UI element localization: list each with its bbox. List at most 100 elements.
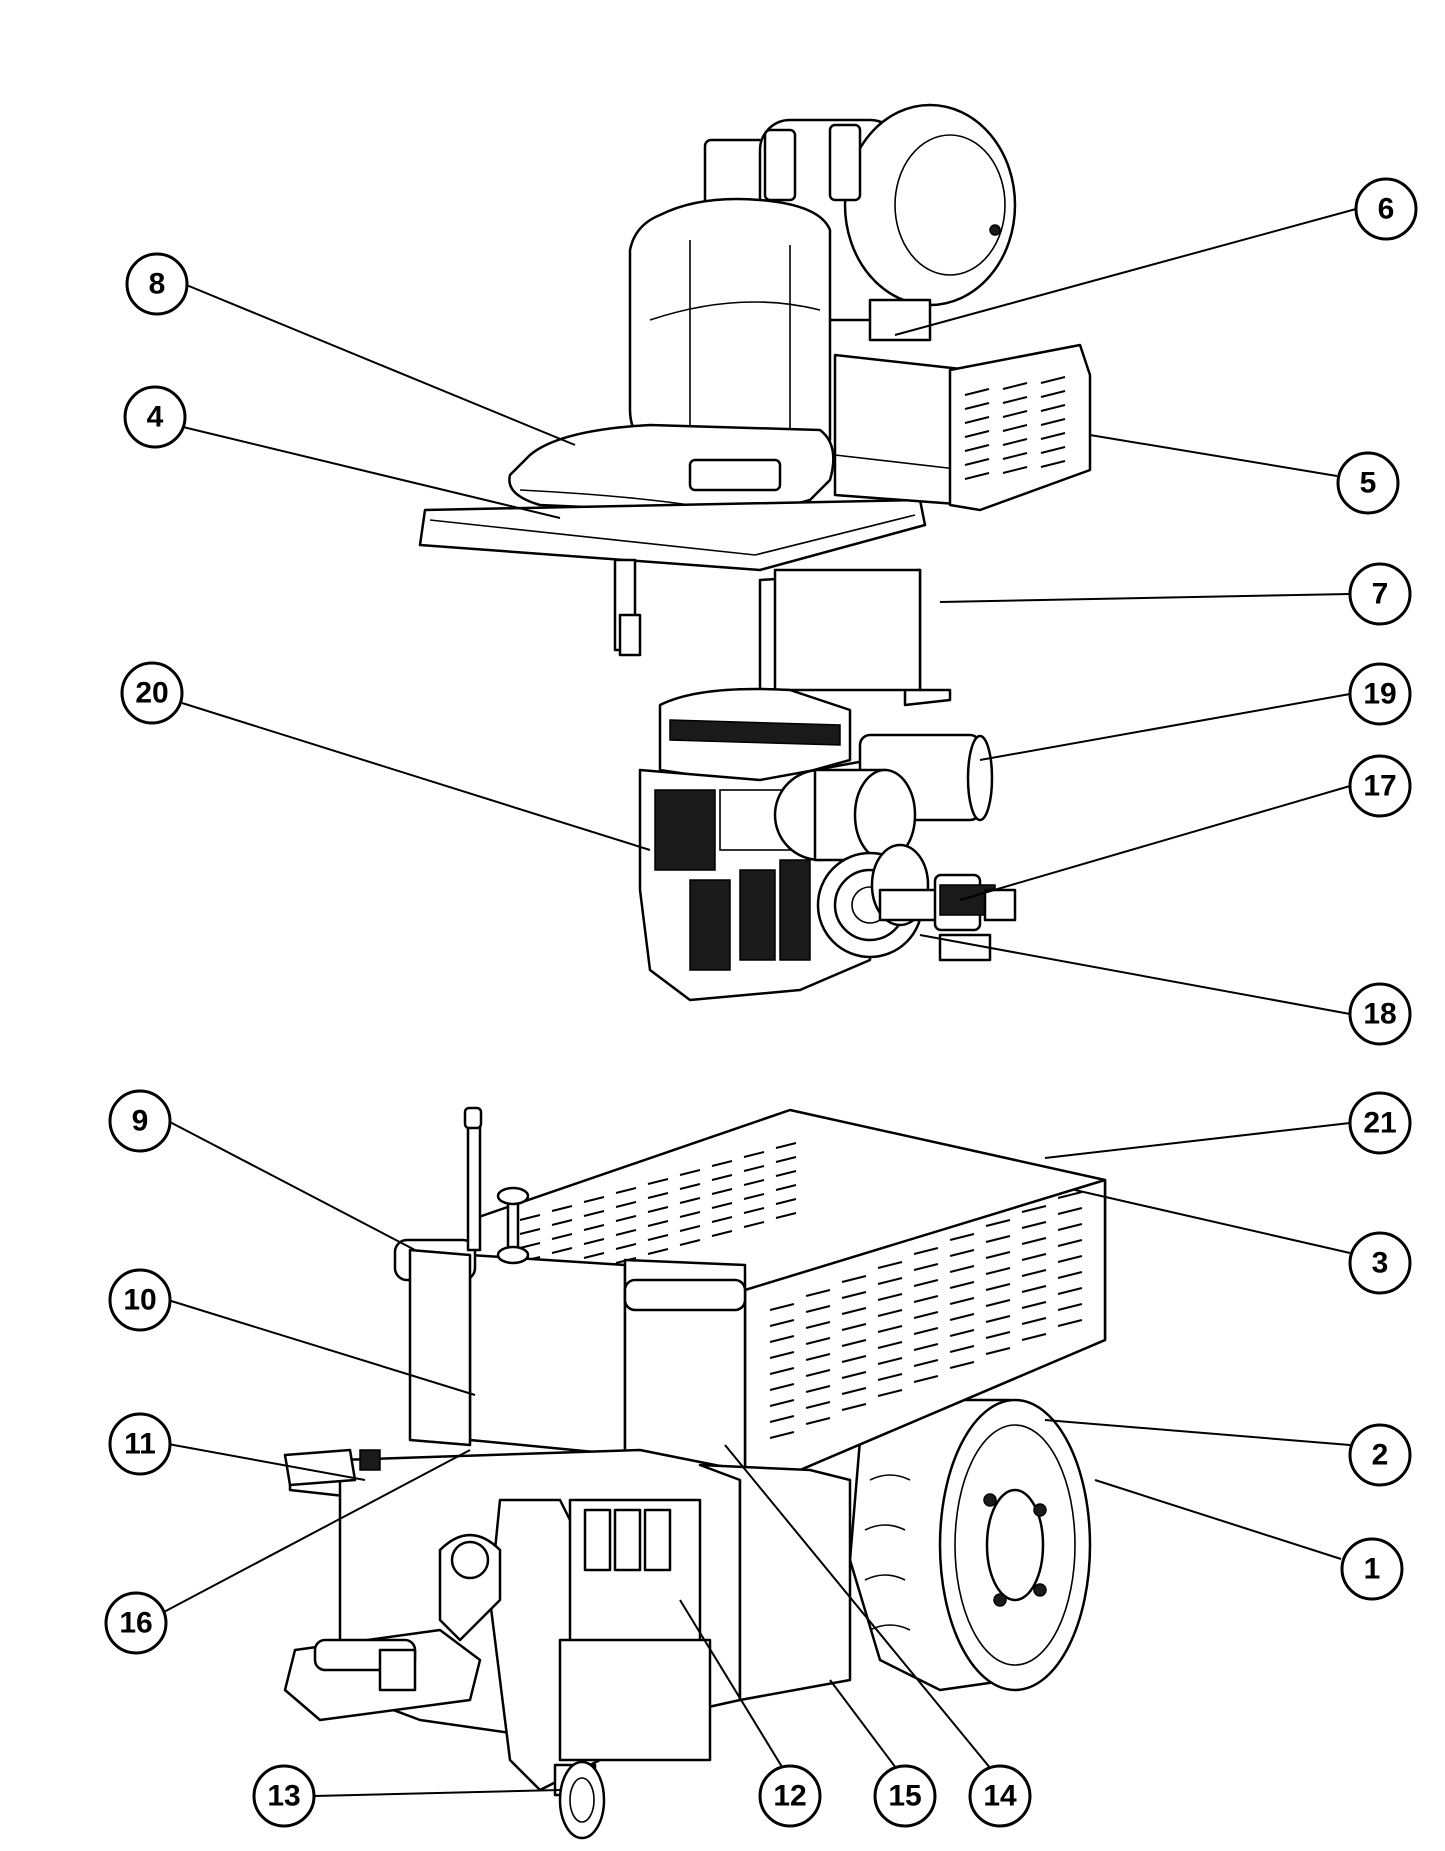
callout-label-5: 5 (1360, 467, 1377, 500)
callout-3: 3 (1348, 1231, 1412, 1295)
vent-slot (769, 1367, 795, 1375)
vent-slot (711, 1188, 733, 1195)
vent-slot (841, 1307, 867, 1315)
callout-13: 13 (252, 1764, 316, 1828)
vent-slot (841, 1403, 867, 1411)
vent-slot (711, 1160, 733, 1167)
callout-7: 7 (1348, 562, 1412, 626)
vent-slot (1040, 390, 1066, 398)
callout-16: 16 (104, 1591, 168, 1655)
callout-9: 9 (108, 1089, 172, 1153)
vent-slot (1040, 418, 1066, 426)
vent-slot (1002, 410, 1028, 418)
vent-slot (805, 1289, 831, 1297)
vent-slot (877, 1309, 903, 1317)
vent-slot (1057, 1255, 1083, 1263)
vent-slot (841, 1355, 867, 1363)
vent-slot (711, 1230, 733, 1237)
leader-15 (829, 1679, 906, 1781)
callout-label-18: 18 (1363, 998, 1396, 1031)
vent-slot (615, 1243, 637, 1250)
engine-cage (468, 1108, 1107, 1472)
vent-slot (583, 1252, 605, 1259)
vent-slot (1021, 1269, 1047, 1277)
vent-slot (841, 1323, 867, 1331)
callout-10: 10 (108, 1268, 172, 1332)
vent-slot (775, 1170, 797, 1177)
leader-9 (167, 1120, 416, 1251)
leader-10 (167, 1299, 476, 1396)
vented-side-cover (948, 343, 1092, 512)
vent-slot (913, 1311, 939, 1319)
vent-slot (1040, 446, 1066, 454)
vent-slot (551, 1233, 573, 1240)
vent-slot (743, 1165, 765, 1172)
muffler (773, 733, 994, 862)
leader-1 (1094, 1479, 1342, 1560)
callout-label-3: 3 (1372, 1247, 1389, 1280)
vent-slot (841, 1387, 867, 1395)
vent-slot (519, 1242, 541, 1249)
vent-slot (1021, 1237, 1047, 1245)
vent-slot (551, 1205, 573, 1212)
leader-3 (1074, 1189, 1351, 1254)
vent-slot (743, 1193, 765, 1200)
leader-6 (894, 208, 1357, 336)
vent-slot (1040, 432, 1066, 440)
vent-slot (1021, 1317, 1047, 1325)
callout-label-13: 13 (267, 1780, 300, 1813)
callout-18: 18 (1348, 982, 1412, 1046)
shaft-coupling (878, 873, 1017, 962)
vent-slot (583, 1196, 605, 1203)
vent-slot (913, 1375, 939, 1383)
vent-slot (805, 1321, 831, 1329)
leader-11 (167, 1443, 366, 1481)
side-bracket (283, 1448, 357, 1487)
vent-slot (1021, 1205, 1047, 1213)
callout-label-20: 20 (135, 677, 168, 710)
callout-label-6: 6 (1378, 193, 1395, 226)
vent-slot (743, 1151, 765, 1158)
vent-slot (551, 1247, 573, 1254)
vent-slot (519, 1214, 541, 1221)
vent-slot (615, 1201, 637, 1208)
vent-slot (519, 1228, 541, 1235)
vent-slot (877, 1357, 903, 1365)
vent-slot (913, 1359, 939, 1367)
vent-slot (949, 1297, 975, 1305)
vent-slot (805, 1385, 831, 1393)
callout-4: 4 (123, 385, 187, 449)
callout-2: 2 (1348, 1423, 1412, 1487)
vent-slot (1040, 460, 1066, 468)
vent-slot (647, 1206, 669, 1213)
vent-slot (985, 1251, 1011, 1259)
vent-slot (985, 1331, 1011, 1339)
vent-slot (1057, 1303, 1083, 1311)
vent-slot (1002, 438, 1028, 446)
engine-assembly (638, 687, 1017, 1002)
vent-slot (877, 1341, 903, 1349)
callouts: 1 2 3 4 5 6 7 8 9 10 11 12 13 14 15 16 1… (104, 177, 1418, 1828)
vent-slot (949, 1313, 975, 1321)
vent-slot (1021, 1221, 1047, 1229)
main-frame (283, 1106, 1107, 1840)
vent-slot (615, 1229, 637, 1236)
leader-4 (182, 426, 561, 519)
vent-slot (949, 1345, 975, 1353)
leader-19 (979, 693, 1351, 761)
vent-slot (805, 1417, 831, 1425)
vent-slot (1021, 1333, 1047, 1341)
vent-slot (985, 1315, 1011, 1323)
vent-slot (769, 1399, 795, 1407)
vent-slot (743, 1207, 765, 1214)
leader-13 (313, 1789, 561, 1797)
vent-slot (964, 444, 990, 452)
callout-label-14: 14 (983, 1780, 1017, 1813)
vent-slot (647, 1220, 669, 1227)
vent-slot (1040, 376, 1066, 384)
vent-slot (985, 1283, 1011, 1291)
leader-7 (939, 593, 1351, 603)
vent-slot (679, 1183, 701, 1190)
vent-slot (985, 1235, 1011, 1243)
vent-slot (769, 1319, 795, 1327)
